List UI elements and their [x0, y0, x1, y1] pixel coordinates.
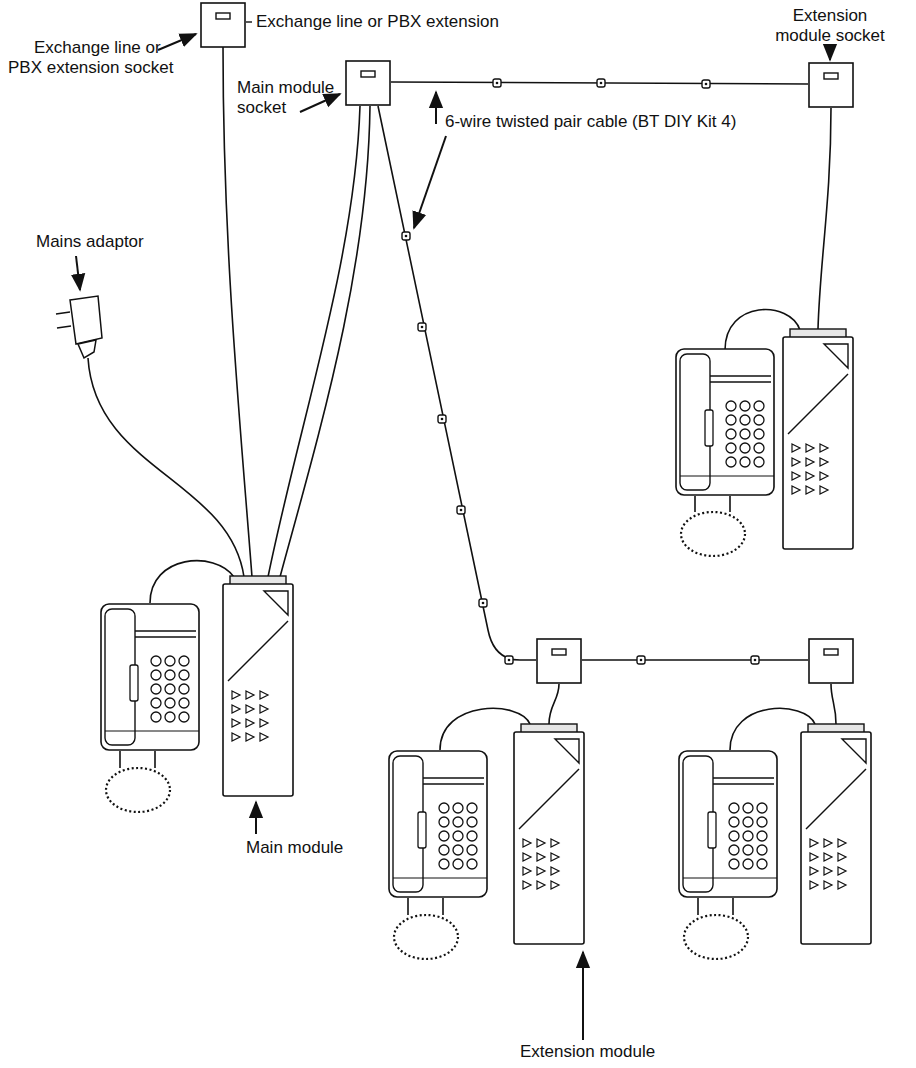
cable-clip: [457, 506, 465, 514]
extension-module: [801, 724, 871, 944]
pointer-arrow: [158, 34, 196, 50]
handset-cord: [119, 751, 121, 768]
part-label: Main module: [246, 838, 343, 858]
handset-cord: [154, 751, 156, 768]
exchange-socket: [201, 3, 245, 47]
pointer-arrow: [435, 92, 437, 124]
part-label: Exchange line or PBX extension socket: [8, 38, 186, 78]
extension-module-socket: [809, 63, 853, 107]
part-label: Main module socket: [237, 78, 347, 118]
cable-clip: [493, 79, 501, 87]
exchange-wire: [223, 46, 252, 577]
twisted-pair-cable: [582, 659, 808, 661]
part-label: Exchange line or PBX extension: [256, 12, 499, 32]
extension-module-socket: [537, 639, 581, 683]
handset-cord: [732, 898, 734, 915]
handset-cord: [442, 898, 444, 915]
pointer-arrow: [76, 256, 80, 290]
socket-wire: [818, 108, 831, 329]
pointer-arrow: [829, 48, 831, 60]
cable-clip: [438, 415, 446, 423]
telephone: [679, 751, 777, 897]
twisted-pair-cable: [378, 106, 536, 660]
cable-clip: [418, 323, 426, 331]
handset-cord: [694, 496, 696, 512]
mains-cable: [88, 358, 244, 577]
coiled-cord: [106, 768, 170, 812]
pointer-arrow: [255, 802, 257, 834]
coiled-cords: [106, 512, 748, 959]
cable-clip: [479, 599, 487, 607]
part-label: Mains adaptor: [36, 232, 144, 252]
socket-wire: [549, 684, 559, 724]
cable-clip: [751, 656, 759, 664]
extension-module-socket: [809, 639, 853, 683]
handset-cord: [697, 898, 699, 915]
cable-clip: [402, 232, 410, 240]
coiled-cord: [681, 512, 745, 556]
extension-module: [783, 329, 853, 549]
main-module: [223, 576, 293, 796]
telephone: [676, 349, 774, 495]
part-label: Extension module socket: [770, 6, 890, 46]
leader-line: [246, 21, 252, 22]
cable-clip: [637, 656, 645, 664]
handset-cord: [407, 898, 409, 915]
cable-clip: [597, 79, 605, 87]
mains-adaptor: [56, 296, 102, 358]
socket-wire: [280, 106, 370, 577]
socket-wire: [268, 106, 360, 577]
part-label: Extension module: [520, 1042, 655, 1062]
wires: [88, 46, 836, 915]
main-module-socket: [346, 61, 390, 105]
socket-wire: [831, 684, 836, 724]
telephone: [389, 751, 487, 897]
pointer-arrows: [76, 22, 830, 1040]
extension-module: [514, 724, 584, 944]
telephone: [101, 604, 199, 750]
phone-cord: [150, 561, 234, 603]
coiled-cord: [394, 915, 458, 959]
coiled-cord: [684, 915, 748, 959]
cable-clip: [505, 656, 513, 664]
cable-clip: [702, 80, 710, 88]
part-label: 6-wire twisted pair cable (BT DIY Kit 4): [445, 112, 736, 132]
pointer-arrow: [582, 952, 584, 1040]
handset-cord: [729, 496, 731, 512]
pointer-arrow: [414, 136, 446, 228]
